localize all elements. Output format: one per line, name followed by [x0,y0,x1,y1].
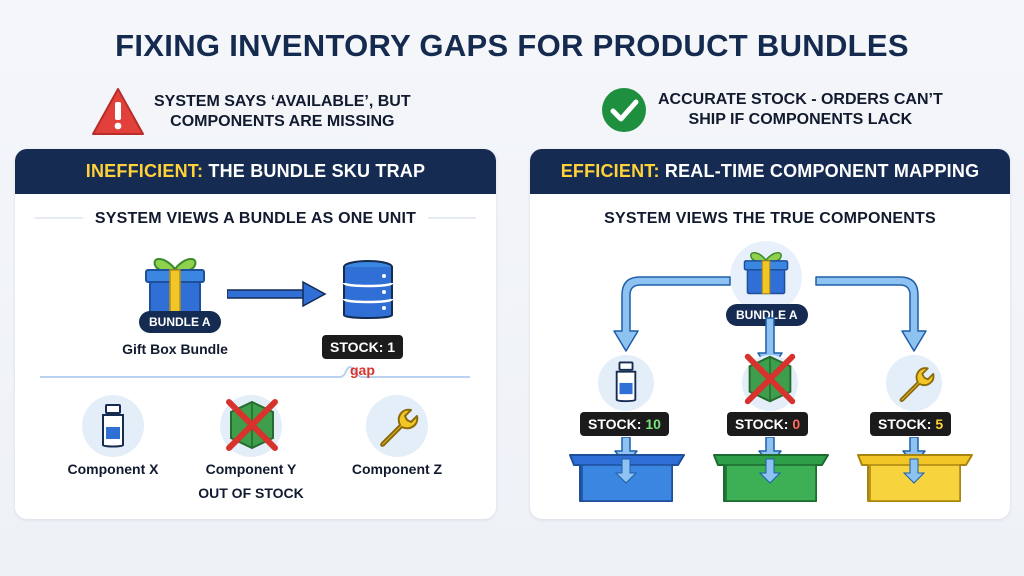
success-line-2: SHIP IF COMPONENTS LACK [688,111,913,128]
stock-value: 5 [935,416,944,432]
bin-blue [569,454,685,502]
header-text: REAL-TIME COMPONENT MAPPING [664,161,980,181]
stock-value: 0 [792,416,801,432]
stock-badge-z: STOCK: 5 [870,412,952,436]
inefficient-panel: INEFFICIENT: THE BUNDLE SKU TRAP SYSTEM … [15,149,496,519]
bundle-name: Gift Box Bundle [122,341,228,357]
success-callout: ACCURATE STOCK - ORDERS CAN’T SHIP IF CO… [600,86,943,134]
component-y-status: OUT OF STOCK [198,485,304,501]
gap-label: gap [350,362,375,378]
success-message: ACCURATE STOCK - ORDERS CAN’T SHIP IF CO… [658,90,943,130]
component-z-circle [886,355,942,411]
stock-label: STOCK: [588,416,646,432]
warning-callout: SYSTEM SAYS ‘AVAILABLE’, BUT COMPONENTS … [90,86,411,138]
stock-label: STOCK: [735,416,793,432]
arrow-to-component-x [613,276,731,352]
page-title: FIXING INVENTORY GAPS FOR PRODUCT BUNDLE… [115,28,909,63]
wrench-icon [380,408,419,447]
component-y-label: Component Y [205,461,297,477]
subtitle-text: SYSTEM VIEWS A BUNDLE AS ONE UNIT [82,210,429,227]
bundle-badge: BUNDLE A [726,304,808,326]
wrench-icon [899,367,935,403]
bottle-icon [102,404,124,448]
gap-divider [40,365,470,378]
efficient-panel: EFFICIENT: REAL-TIME COMPONENT MAPPING S… [530,149,1010,519]
database-icon [342,260,394,319]
crossed-box-icon [226,399,278,451]
inefficient-panel-header: INEFFICIENT: THE BUNDLE SKU TRAP [15,149,496,194]
bottle-icon [615,361,637,403]
arrow-right-icon [227,281,327,307]
header-accent: INEFFICIENT: [85,161,204,181]
gift-box-icon [145,258,205,315]
component-z-circle [366,395,428,457]
stock-value: 10 [645,416,661,432]
bundle-badge: BUNDLE A [139,311,221,333]
component-z-label: Component Z [351,461,443,477]
crossed-box-icon [744,353,796,405]
panel-subtitle: SYSTEM VIEWS A BUNDLE AS ONE UNIT [15,210,496,228]
stock-badge-y: STOCK: 0 [727,412,809,436]
bin-yellow [857,454,973,502]
warning-line-1: SYSTEM SAYS ‘AVAILABLE’, BUT [154,93,411,110]
warning-line-2: COMPONENTS ARE MISSING [170,113,395,130]
stock-label: STOCK: [878,416,936,432]
header-text: THE BUNDLE SKU TRAP [208,161,426,181]
success-line-1: ACCURATE STOCK - ORDERS CAN’T [658,91,943,108]
checkmark-circle-icon [602,88,646,132]
warning-message: SYSTEM SAYS ‘AVAILABLE’, BUT COMPONENTS … [154,92,411,132]
arrow-to-component-z [815,276,927,352]
gift-box-icon [743,251,789,295]
header-accent: EFFICIENT: [560,161,660,181]
stock-badge-x: STOCK: 10 [580,412,669,436]
panel-subtitle: SYSTEM VIEWS THE TRUE COMPONENTS [604,210,936,227]
bin-green [713,454,829,502]
bundle-stock-badge: STOCK: 1 [322,335,404,359]
warning-triangle-icon [92,88,144,135]
efficient-panel-header: EFFICIENT: REAL-TIME COMPONENT MAPPING [530,149,1010,194]
component-x-label: Component X [67,461,159,477]
